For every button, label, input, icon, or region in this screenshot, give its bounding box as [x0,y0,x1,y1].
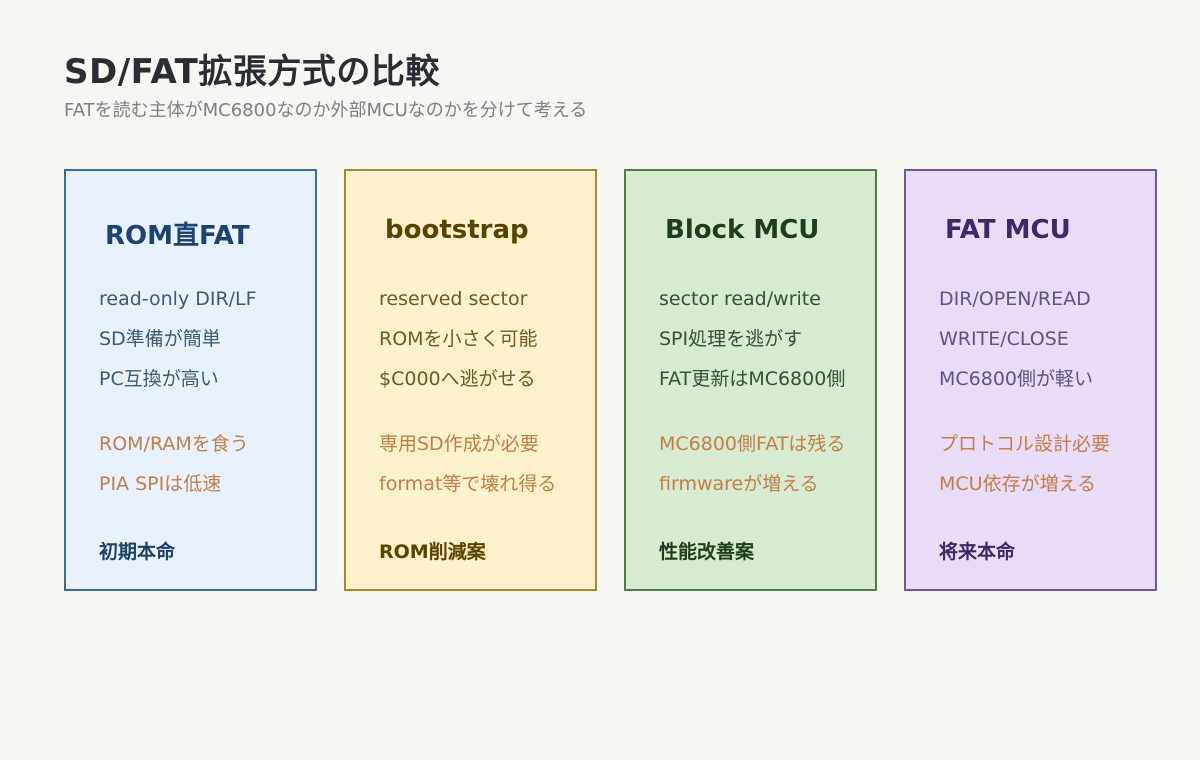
cons-list: 専用SD作成が必要 format等で壊れ得る [379,424,556,504]
card-bootstrap: bootstrap reserved sector ROMを小さく可能 $C00… [344,169,597,591]
pro-item: read-only DIR/LF [99,288,257,310]
con-item: MCU依存が増える [939,473,1096,495]
con-item: 専用SD作成が必要 [379,433,539,455]
card-verdict: 将来本命 [939,541,1016,563]
pros-list: read-only DIR/LF SD準備が簡単 PC互換が高い [99,279,257,399]
cons-list: MC6800側FATは残る firmwareが増える [659,424,845,504]
card-title: Block MCU [665,215,820,245]
con-item: MC6800側FATは残る [659,433,846,455]
pro-item: ROMを小さく可能 [379,328,538,350]
con-item: PIA SPIは低速 [99,473,222,495]
con-item: プロトコル設計必要 [939,433,1111,455]
card-title: FAT MCU [945,215,1071,245]
card-fat-mcu: FAT MCU DIR/OPEN/READ WRITE/CLOSE MC6800… [904,169,1157,591]
con-item: format等で壊れ得る [379,473,557,495]
pro-item: WRITE/CLOSE [939,328,1069,350]
card-block-mcu: Block MCU sector read/write SPI処理を逃がす FA… [624,169,877,591]
pro-item: $C000へ逃がせる [379,368,536,390]
con-item: firmwareが増える [659,473,819,495]
pro-item: reserved sector [379,288,528,310]
card-rom-fat: ROM直FAT read-only DIR/LF SD準備が簡単 PC互換が高い… [64,169,317,591]
con-item: ROM/RAMを食う [99,433,249,455]
card-title: ROM直FAT [105,221,250,251]
card-verdict: 初期本命 [99,541,176,563]
page-title: SD/FAT拡張方式の比較 [64,52,440,92]
pros-list: sector read/write SPI処理を逃がす FAT更新はMC6800… [659,279,845,399]
pro-item: MC6800側が軽い [939,368,1094,390]
pro-item: SD準備が簡単 [99,328,221,350]
cons-list: プロトコル設計必要 MCU依存が増える [939,424,1110,504]
pro-item: sector read/write [659,288,821,310]
card-title: bootstrap [385,215,529,245]
comparison-cards: ROM直FAT read-only DIR/LF SD準備が簡単 PC互換が高い… [64,169,1157,591]
page-subtitle: FATを読む主体がMC6800なのか外部MCUなのかを分けて考える [64,100,588,121]
card-verdict: ROM削減案 [379,541,486,563]
card-verdict: 性能改善案 [659,541,755,563]
pro-item: FAT更新はMC6800側 [659,368,846,390]
pro-item: SPI処理を逃がす [659,328,803,350]
pros-list: reserved sector ROMを小さく可能 $C000へ逃がせる [379,279,538,399]
pros-list: DIR/OPEN/READ WRITE/CLOSE MC6800側が軽い [939,279,1093,399]
cons-list: ROM/RAMを食う PIA SPIは低速 [99,424,249,504]
pro-item: PC互換が高い [99,368,219,390]
pro-item: DIR/OPEN/READ [939,288,1091,310]
